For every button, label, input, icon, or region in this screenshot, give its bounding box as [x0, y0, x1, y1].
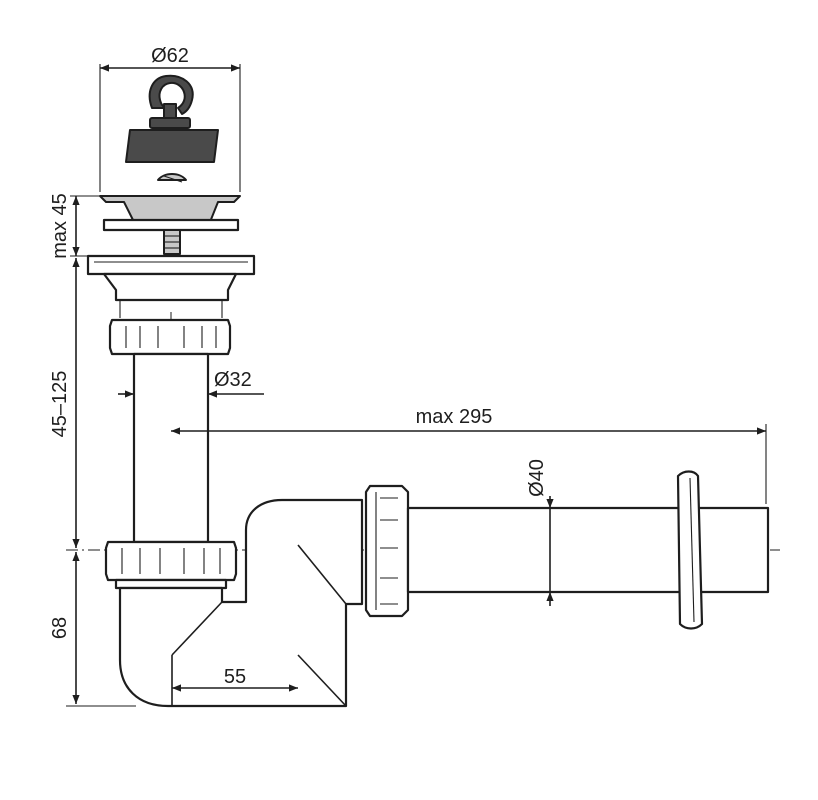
dimension-inlet-diameter: Ø32	[118, 369, 264, 398]
dimension-plug-height: max 45	[49, 193, 104, 259]
label-outlet-diameter: Ø40	[526, 459, 548, 497]
lower-coupling-nut	[104, 540, 238, 590]
label-vertical-adjustment: 45–125	[49, 371, 71, 438]
upper-coupling-nut	[108, 318, 232, 356]
dimension-outlet-length: max 295	[171, 406, 767, 504]
dimension-trap-offset: 55	[172, 666, 298, 692]
label-strainer-diameter: Ø62	[151, 45, 189, 67]
outlet-coupling-nut	[364, 484, 410, 618]
dimension-trap-height: 68	[49, 552, 136, 707]
vertical-pipe	[132, 352, 210, 544]
label-plug-height: max 45	[49, 193, 71, 259]
label-trap-height: 68	[49, 617, 71, 639]
stopper-plug	[125, 74, 219, 163]
label-inlet-diameter: Ø32	[214, 369, 252, 391]
label-trap-offset: 55	[224, 666, 246, 688]
dimension-vertical-adjustment: 45–125	[49, 258, 80, 548]
outlet-pipe	[406, 470, 770, 630]
strainer-grate	[86, 173, 256, 318]
trap-body	[118, 498, 364, 708]
dimension-strainer-diameter: Ø62	[99, 45, 241, 192]
label-outlet-length: max 295	[416, 406, 493, 428]
dimension-outlet-diameter: Ø40	[526, 459, 554, 606]
